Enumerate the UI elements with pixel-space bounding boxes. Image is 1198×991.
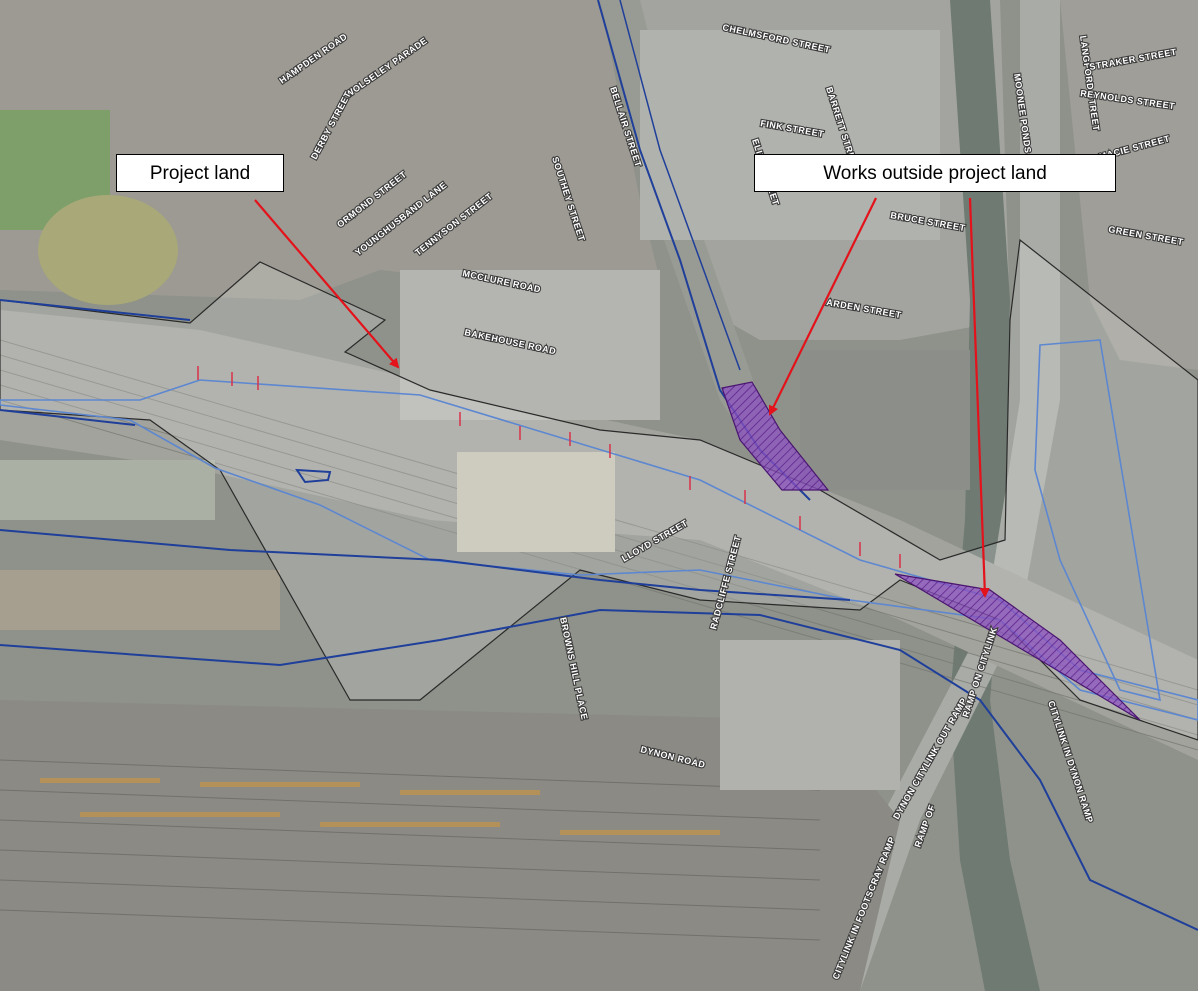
blue-plot-outline: [295, 468, 332, 484]
planning-boundary-north: [0, 299, 191, 321]
callout-project-land: Project land: [116, 154, 284, 192]
arrow-project-land: [254, 199, 400, 369]
citylink-freeway: [820, 0, 1060, 991]
warehouses-chelmsford: [640, 30, 940, 240]
track-markers: [197, 366, 901, 568]
warehouse-central: [457, 452, 615, 552]
rail-wagons: [40, 778, 720, 835]
park-oval: [38, 195, 178, 305]
container-yard-west: [0, 570, 280, 630]
project-land-boundary: [0, 238, 1198, 741]
freight-shed-west: [0, 460, 215, 520]
planning-boundary-wsw: [0, 409, 136, 426]
works-area-north: [721, 381, 830, 491]
warehouses-dynon: [720, 640, 900, 790]
warehouse-bakehouse: [400, 270, 660, 420]
residential-area-east: [1060, 0, 1198, 370]
substation: [800, 350, 970, 490]
planning-boundary-south: [0, 608, 1198, 931]
planning-boundary-rail-east: [619, 0, 741, 371]
callout-works-outside-project-land: Works outside project land: [754, 154, 1116, 192]
works-area-south: [894, 573, 1141, 721]
planning-boundary-west: [0, 529, 851, 601]
yard-tracks: [0, 759, 821, 941]
arrow-works-north: [769, 197, 877, 416]
rail-corridor: [0, 310, 1198, 760]
project-boundary-east: [1034, 339, 1161, 702]
project-boundary-inner: [0, 379, 1198, 721]
arrow-works-south: [968, 197, 990, 598]
